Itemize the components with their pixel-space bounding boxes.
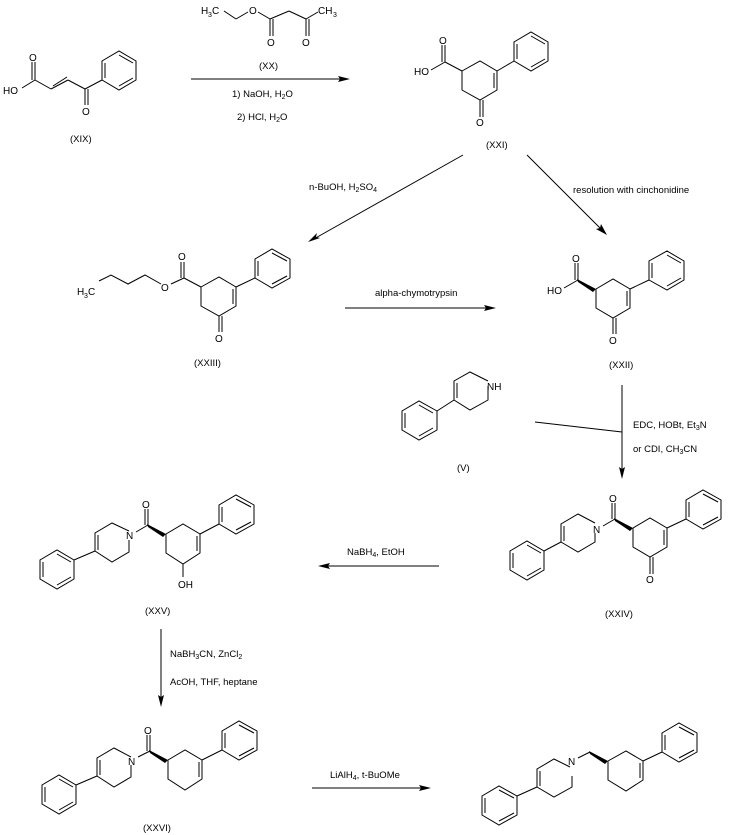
arrowhead xyxy=(484,305,496,311)
compound-xx-structure: H 3 C O O O CH 3 xyxy=(201,6,337,49)
atom-label: O xyxy=(439,36,447,47)
stereo-wedge xyxy=(147,524,166,537)
atom-label: O xyxy=(215,334,223,345)
atom-subscript: 3 xyxy=(84,293,88,300)
atom-label: O xyxy=(302,38,310,49)
arrowhead xyxy=(596,224,607,235)
arrowhead xyxy=(419,785,431,791)
atom-label: N xyxy=(126,531,133,542)
stereo-wedge xyxy=(589,751,608,764)
condition-resolution: resolution with cinchonidine xyxy=(573,185,689,196)
condition-step1-line2: 2) HCl, H2O xyxy=(237,112,287,124)
atom-label: O xyxy=(609,336,617,347)
reagent-join-line xyxy=(534,421,623,433)
atom-label: O xyxy=(249,6,257,17)
atom-label: N xyxy=(568,757,575,768)
compound-xix-structure: O HO O xyxy=(3,50,137,118)
condition-enzymatic: alpha-chymotrypsin xyxy=(375,288,457,299)
compound-label-xx: (XX) xyxy=(259,61,278,72)
atom-label: O xyxy=(267,38,275,49)
stereo-wedge xyxy=(577,279,596,292)
atom-label: HO xyxy=(3,86,18,97)
compound-xxiv-structure: N O O xyxy=(509,489,722,586)
compound-label-xxiv: (XXIV) xyxy=(605,609,633,620)
atom-label: O xyxy=(161,283,169,294)
condition-step1-line1: 1) NaOH, H2O xyxy=(232,89,293,101)
atom-label: OH xyxy=(178,580,193,591)
atom-subscript: 3 xyxy=(333,12,337,19)
reaction-arrow-resolution xyxy=(526,154,605,233)
condition-reduction1: NaBH4, EtOH xyxy=(347,547,405,559)
compound-xxi-structure: HO O O xyxy=(414,31,549,129)
atom-label: CH xyxy=(318,6,332,17)
atom-label: O xyxy=(572,254,580,265)
arrowhead xyxy=(308,233,320,242)
atom-label: O xyxy=(82,107,90,118)
atom-label: H xyxy=(77,287,84,298)
condition-reduction2-line1: NaBH3CN, ZnCl2 xyxy=(170,649,242,661)
stereo-wedge xyxy=(149,750,168,763)
atom-label: NH xyxy=(487,382,501,393)
atom-label: C xyxy=(88,287,95,298)
atom-label: O xyxy=(142,500,150,511)
atom-label: O xyxy=(646,575,654,586)
atom-label: N xyxy=(128,757,135,768)
atom-label: HO xyxy=(547,286,562,297)
atom-label: O xyxy=(144,726,152,737)
compound-final-product-structure: N xyxy=(481,722,698,826)
compound-label-xix: (XIX) xyxy=(70,134,92,145)
atom-label: O xyxy=(178,252,186,263)
atom-label: H xyxy=(201,6,208,17)
compound-xxv-structure: N O OH xyxy=(39,494,255,591)
arrowhead xyxy=(318,563,330,569)
atom-label: HO xyxy=(414,67,429,78)
compound-label-v: (V) xyxy=(457,463,470,474)
atom-label: C xyxy=(212,6,219,17)
atom-label: N xyxy=(593,525,600,536)
arrowhead xyxy=(158,695,164,707)
arrowhead xyxy=(619,467,625,479)
stereo-wedge xyxy=(614,518,633,531)
arrowhead xyxy=(338,76,350,82)
reaction-arrow-esterification xyxy=(311,154,464,241)
condition-esterification: n-BuOH, H2SO4 xyxy=(309,182,377,194)
atom-subscript: 3 xyxy=(208,12,212,19)
condition-coupling-line2: or CDI, CH3CN xyxy=(633,444,697,456)
atom-label: O xyxy=(609,494,617,505)
condition-reduction2-line2: AcOH, THF, heptane xyxy=(170,677,257,688)
compound-xxiii-structure: H 3 C O O O xyxy=(77,248,291,345)
compound-label-xxiii: (XXIII) xyxy=(194,358,221,369)
atom-label: O xyxy=(476,118,484,129)
compound-v-structure: NH xyxy=(401,371,501,441)
compound-xxvi-structure: N O xyxy=(41,720,258,815)
compound-xxii-structure: HO O O xyxy=(547,250,685,347)
atom-label: O xyxy=(29,53,37,64)
compound-label-xxv: (XXV) xyxy=(145,606,170,617)
compound-label-xxvi: (XXVI) xyxy=(143,823,171,834)
condition-reduction3: LiAlH4, t-BuOMe xyxy=(330,770,400,782)
compound-label-xxii: (XXII) xyxy=(609,360,633,371)
condition-coupling-line1: EDC, HOBt, Et3N xyxy=(633,420,707,432)
compound-label-xxi: (XXI) xyxy=(486,140,508,151)
